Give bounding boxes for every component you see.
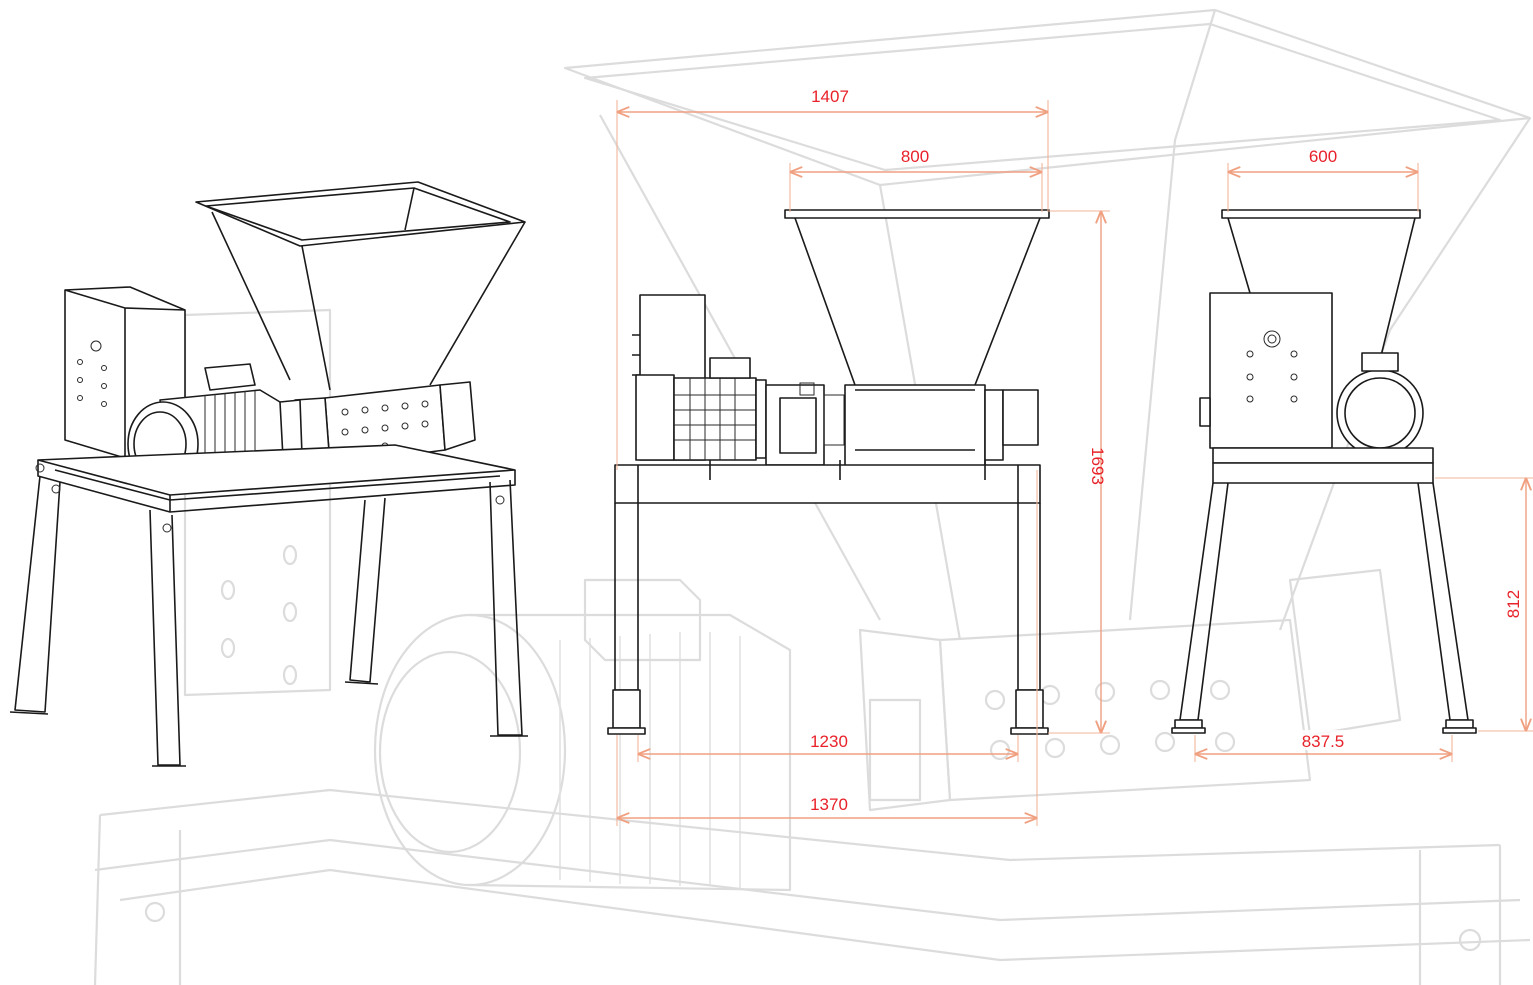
dim-frame-height: 812 — [1504, 590, 1523, 618]
dim-hopper-front-width: 800 — [901, 147, 929, 166]
dim-overall-height: 1693 — [1088, 447, 1107, 485]
dim-leg-span-front: 1230 — [810, 732, 848, 751]
dimension-lines — [616, 100, 1533, 826]
dim-hopper-side-width: 600 — [1309, 147, 1337, 166]
front-view — [607, 209, 1050, 735]
dimension-labels: 1407 800 600 1693 812 1230 1370 837.5 — [800, 85, 1523, 814]
side-view — [1171, 209, 1477, 734]
dim-base-length: 1370 — [810, 795, 848, 814]
dim-overall-width: 1407 — [811, 87, 849, 106]
dim-leg-span-side: 837.5 — [1302, 732, 1345, 751]
isometric-view — [9, 181, 528, 767]
